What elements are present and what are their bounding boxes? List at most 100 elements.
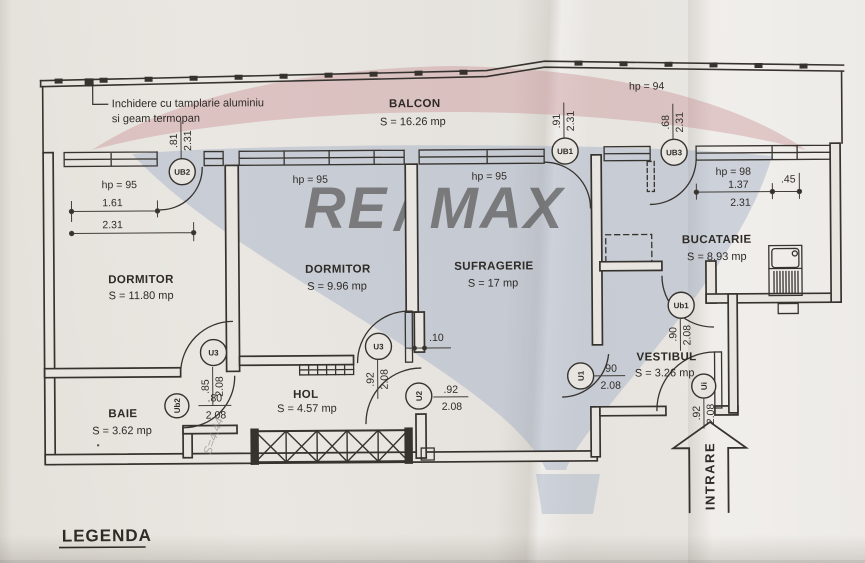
entrance-arrow (670, 420, 749, 514)
dim-u3a-height: 2.08 (214, 376, 226, 397)
dim-ub1k-width: .90 (667, 327, 679, 342)
annotation-line1: Inchidere cu tamplarie aluminiu (112, 97, 264, 110)
room-area-vestibule: S = 3.26 mp (635, 367, 695, 379)
dim-ub1k-height: 2.08 (681, 325, 693, 346)
dim-ub2bath-height: 2.08 (206, 409, 227, 421)
room-area-kitchen: S = 8.93 mp (687, 251, 747, 263)
dim-ub2-width: .81 (168, 133, 180, 148)
door-symbol-ui: Ui (700, 382, 709, 390)
parapet-living: hp = 95 (472, 170, 508, 182)
parapet-bedroom2: hp = 95 (293, 174, 329, 186)
window-bands (63, 144, 833, 168)
door-arc-ub2-bath (183, 375, 236, 429)
dim-wall-gap: .10 (429, 332, 444, 344)
paper-left-shade (0, 0, 12, 563)
door-symbol-ub2: UB2 (174, 168, 191, 177)
door-symbol-labels: UB2 UB1 UB3 U3 Ub2 U3 U2 U1 Ub1 Ui (173, 147, 709, 414)
room-name-hall: HOL (293, 389, 319, 401)
dim-kitchen-window: 1.37 (728, 179, 749, 191)
door-symbol-ub1: UB1 (557, 147, 574, 156)
door-arc-ub1 (543, 161, 592, 209)
door-arc-ub2 (159, 166, 203, 211)
dim-ui-height: 2.08 (705, 404, 717, 425)
radiator-hatch (298, 363, 355, 376)
door-symbol-u1: U1 (577, 370, 586, 381)
window-dimension-lines (68, 172, 803, 351)
door-dimension-texts: .81 2.31 .91 2.31 .68 2.31 .85 2.08 .80 … (168, 111, 717, 425)
legend-label: LEGENDA (62, 526, 152, 546)
room-name-bedroom1: DORMITOR (108, 274, 174, 286)
watermark-re: RE (304, 176, 389, 241)
door-arc-u1 (562, 354, 610, 398)
room-name-balcony: BALCON (389, 98, 441, 110)
room-area-bedroom1: S = 11.80 mp (109, 290, 174, 302)
balloon-basket (536, 474, 600, 514)
room-name-vestibule: VESTIBUL (636, 351, 696, 363)
dim-ub1-height: 2.31 (565, 111, 577, 132)
room-area-bedroom2: S = 9.96 mp (307, 280, 367, 292)
door-leaf-u3-bedroom2 (404, 310, 414, 363)
door-arc-ui (656, 351, 716, 412)
door-arc-u3-bedroom2 (356, 310, 409, 364)
dim-u3b-width: .92 (365, 372, 377, 387)
dim-ub3-width: .68 (660, 115, 672, 130)
door-arc-u3-bedroom1 (179, 320, 233, 375)
parapet-balcony: hp = 94 (629, 80, 665, 92)
dim-kitchen-total: 2.31 (730, 197, 751, 209)
door-symbol-u3-bedroom2: U3 (373, 342, 384, 351)
door-symbol-ub1-kitchen: Ub1 (674, 301, 690, 310)
parapet-kitchen: hp = 98 (716, 166, 752, 178)
room-name-kitchen: BUCATARIE (682, 234, 752, 246)
door-arc-ub3 (649, 158, 697, 206)
wall-niche (420, 447, 435, 461)
balcony-railing (39, 60, 845, 154)
dim-ub3-height: 2.31 (674, 112, 686, 133)
dim-bedroom1-window: 1.61 (102, 197, 123, 209)
dim-u3b-height: 2.08 (379, 369, 391, 390)
door-symbol-ub3: UB3 (666, 148, 683, 157)
room-area-balcony: S = 16.26 mp (380, 116, 446, 128)
paper-bottom-shade (0, 534, 865, 563)
annotation: Inchidere cu tamplarie aluminiu si geam … (92, 85, 264, 125)
room-area-hall: S = 4.57 mp (277, 403, 337, 415)
dim-u1-height: 2.08 (600, 380, 621, 392)
room-area-living: S = 17 mp (468, 277, 519, 289)
legend: LEGENDA (59, 526, 152, 549)
room-labels: BALCON S = 16.26 mp DORMITOR S = 11.80 m… (92, 98, 752, 437)
dim-ub2bath-width: .80 (207, 392, 222, 404)
entrance-label: INTRARE (702, 442, 717, 510)
balloon-body-blue (132, 145, 772, 470)
kitchen-counter-dashed (605, 233, 653, 263)
handwritten-note: S=4,44 (200, 415, 226, 456)
railing-ticks (54, 60, 808, 87)
door-swings (159, 158, 723, 429)
remax-watermark-text: RE / MAX (304, 176, 566, 243)
room-name-living: SUFRAGERIE (454, 260, 533, 273)
dim-kitchen-pier: .45 (781, 173, 796, 185)
dim-bedroom1-total: 2.31 (102, 219, 123, 231)
legend-underline (59, 546, 146, 549)
annotation-leader-line (92, 85, 109, 105)
kitchen-vent (777, 302, 799, 315)
door-symbol-ub2-bath: Ub2 (173, 398, 182, 414)
paper-speck (96, 444, 100, 447)
wall-lines (42, 142, 843, 466)
door-symbol-u2: U2 (415, 390, 424, 401)
room-name-bedroom2: DORMITOR (305, 263, 371, 275)
dim-ub1-width: .91 (551, 114, 563, 129)
door-leaf-ui (713, 351, 723, 409)
dim-u1-width: .90 (602, 363, 617, 375)
wall-details (298, 233, 799, 461)
dim-ub2-height: 2.31 (182, 130, 194, 151)
door-symbol-u3-bedroom1: U3 (208, 348, 219, 357)
parapet-bedroom1: hp = 95 (102, 179, 138, 191)
kitchen-sink (768, 244, 803, 297)
door-symbols (164, 137, 717, 419)
entrance: INTRARE (670, 420, 749, 514)
watermark-max: MAX (430, 176, 566, 241)
window-dimension-texts: hp = 95 1.61 2.31 hp = 95 hp = 95 hp = 9… (102, 80, 796, 344)
door-dimension-lines (180, 102, 705, 429)
remax-balloon-watermark (92, 66, 806, 514)
